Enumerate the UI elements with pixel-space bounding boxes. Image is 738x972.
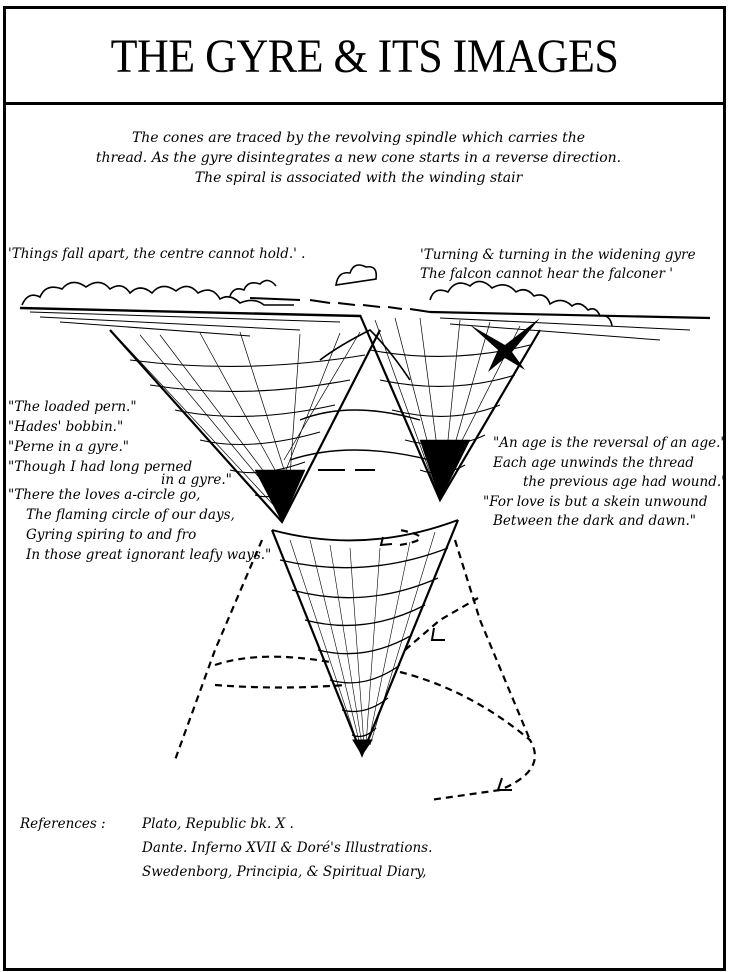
quote-top-right: 'Turning & turning in the widening gyre … — [420, 246, 696, 284]
dashed-path — [249, 297, 431, 313]
references: References : Plato, Republic bk. X . Dant… — [20, 812, 432, 884]
quote-line: the previous age had wound." — [523, 474, 728, 490]
quote-line: 'Turning & turning in the widening gyre — [420, 247, 696, 263]
quote-line: "For love is but a skein unwound — [483, 493, 708, 510]
reference-item: Plato, Republic bk. X . — [142, 816, 294, 832]
middle-cone — [289, 329, 431, 471]
quote-left: "The loaded pern." "Hades' bobbin." "Per… — [8, 397, 271, 565]
quote-top-left: 'Things fall apart, the centre cannot ho… — [8, 246, 306, 262]
title-box: THE GYRE & ITS IMAGES — [6, 9, 723, 105]
references-label: References : — [20, 816, 106, 832]
quote-line: "There the loves a-circle go, — [8, 487, 201, 503]
quote-line: In those great ignorant leafy ways." — [26, 547, 272, 563]
intro-line: thread. As the gyre disintegrates a new … — [95, 150, 622, 166]
left-cone — [109, 329, 381, 524]
quote-line: "Though I had long perned — [8, 459, 193, 475]
quote-line: in a gyre." — [161, 472, 232, 488]
page-title: THE GYRE & ITS IMAGES — [110, 30, 619, 83]
arrowhead-icon — [379, 536, 512, 791]
quote-line: "An age is the reversal of an age." — [493, 435, 727, 451]
intro-text: The cones are traced by the revolving sp… — [0, 128, 717, 188]
intro-line: The cones are traced by the revolving sp… — [131, 130, 586, 146]
cloud-icon — [429, 280, 711, 341]
reference-item: Swedenborg, Principia, & Spiritual Diary… — [142, 864, 427, 880]
page-frame: THE GYRE & ITS IMAGES — [3, 6, 726, 971]
quote-line: "Perne in a gyre." — [8, 439, 129, 455]
reference-item: Dante. Inferno XVII & Doré's Illustratio… — [142, 840, 433, 856]
quote-line: "The loaded pern." — [8, 399, 137, 415]
lower-cone — [270, 519, 460, 758]
right-cone — [358, 314, 541, 503]
quote-line: The falcon cannot hear the falconer ' — [420, 266, 673, 282]
spiral-arrow-icon — [173, 528, 536, 802]
intro-line: The spiral is associated with the windin… — [194, 170, 523, 186]
quote-line: "Hades' bobbin." — [8, 419, 124, 435]
cloud-icon — [19, 264, 378, 337]
quote-line: Gyring spiring to and fro — [26, 527, 197, 543]
quote-line: Between the dark and dawn." — [493, 513, 696, 529]
quote-line: The flaming circle of our days, — [26, 507, 235, 523]
quote-line: Each age unwinds the thread — [493, 454, 694, 471]
quote-right: "An age is the reversal of an age." Each… — [483, 434, 728, 532]
falcon-icon — [470, 318, 540, 372]
